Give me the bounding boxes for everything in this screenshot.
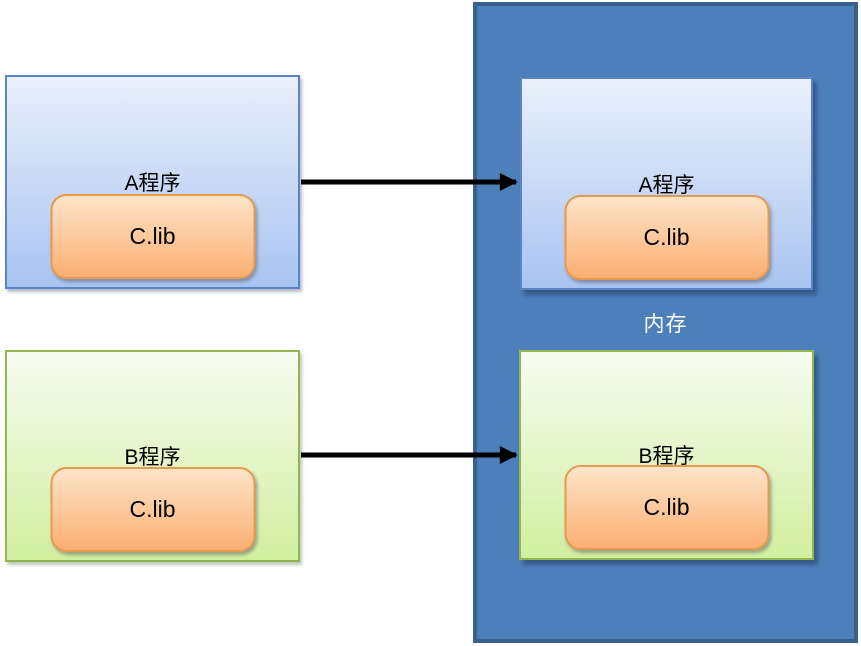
clib-box-a-memory: C.lib [564, 195, 769, 280]
clib-label: C.lib [129, 496, 176, 522]
clib-box-a-disk: C.lib [50, 194, 255, 279]
program-box-b-memory: B程序 C.lib [519, 350, 814, 560]
program-a-memory-label: A程序 [638, 173, 695, 197]
clib-label: C.lib [129, 223, 176, 249]
memory-region: A程序 C.lib 内存 B程序 C.lib [473, 2, 858, 643]
program-box-a-memory: A程序 C.lib [520, 77, 813, 290]
clib-box-b-disk: C.lib [50, 467, 255, 552]
memory-label: 内存 [643, 313, 688, 336]
clib-label: C.lib [643, 224, 690, 250]
clib-box-b-memory: C.lib [564, 465, 769, 550]
program-box-a-disk: A程序 C.lib [5, 75, 300, 289]
program-b-memory-label: B程序 [638, 445, 695, 468]
program-box-b-disk: B程序 C.lib [5, 350, 300, 562]
program-b-label: B程序 [124, 446, 181, 469]
program-a-label: A程序 [124, 172, 181, 195]
clib-label: C.lib [643, 494, 690, 520]
